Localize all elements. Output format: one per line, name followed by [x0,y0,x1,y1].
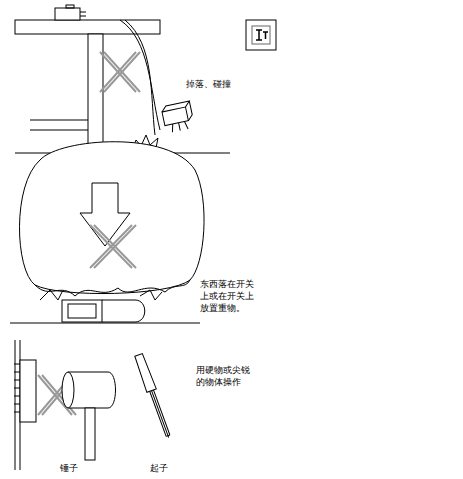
label-text: 东西落在开关 上或在开关上 放置重物。 [200,278,262,314]
label-text: 用硬物或尖锐 的物体操作 [196,364,258,388]
label-text: 起子 [150,462,180,474]
label-text: 锤子 [60,462,90,474]
label-text: 掉落、碰撞 [186,78,256,90]
